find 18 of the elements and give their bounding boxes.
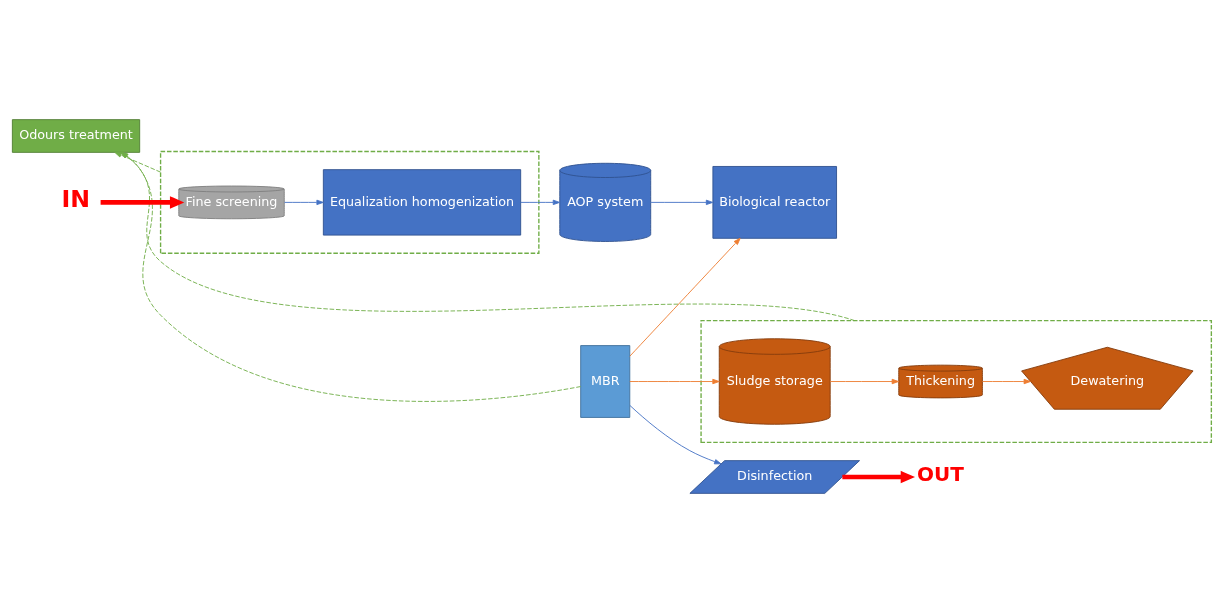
arrow bbox=[629, 237, 741, 357]
arrow bbox=[520, 199, 561, 205]
arrow bbox=[982, 378, 1031, 384]
arrow bbox=[650, 199, 714, 205]
node-text: IN bbox=[61, 184, 91, 213]
cluster bbox=[159, 150, 540, 254]
node-box: Biological reactor bbox=[712, 165, 837, 239]
node-box: Odours treatment bbox=[11, 118, 141, 153]
arrow bbox=[284, 199, 324, 205]
arrow bbox=[629, 404, 722, 464]
node-box: MBR bbox=[580, 344, 631, 418]
node-text: OUT bbox=[916, 461, 964, 486]
node-box: Equalization homogenization bbox=[322, 168, 522, 236]
arrow bbox=[629, 378, 720, 384]
arrow bbox=[100, 195, 185, 209]
arrow bbox=[829, 378, 899, 384]
arrow bbox=[842, 470, 915, 483]
cluster bbox=[700, 319, 1213, 443]
